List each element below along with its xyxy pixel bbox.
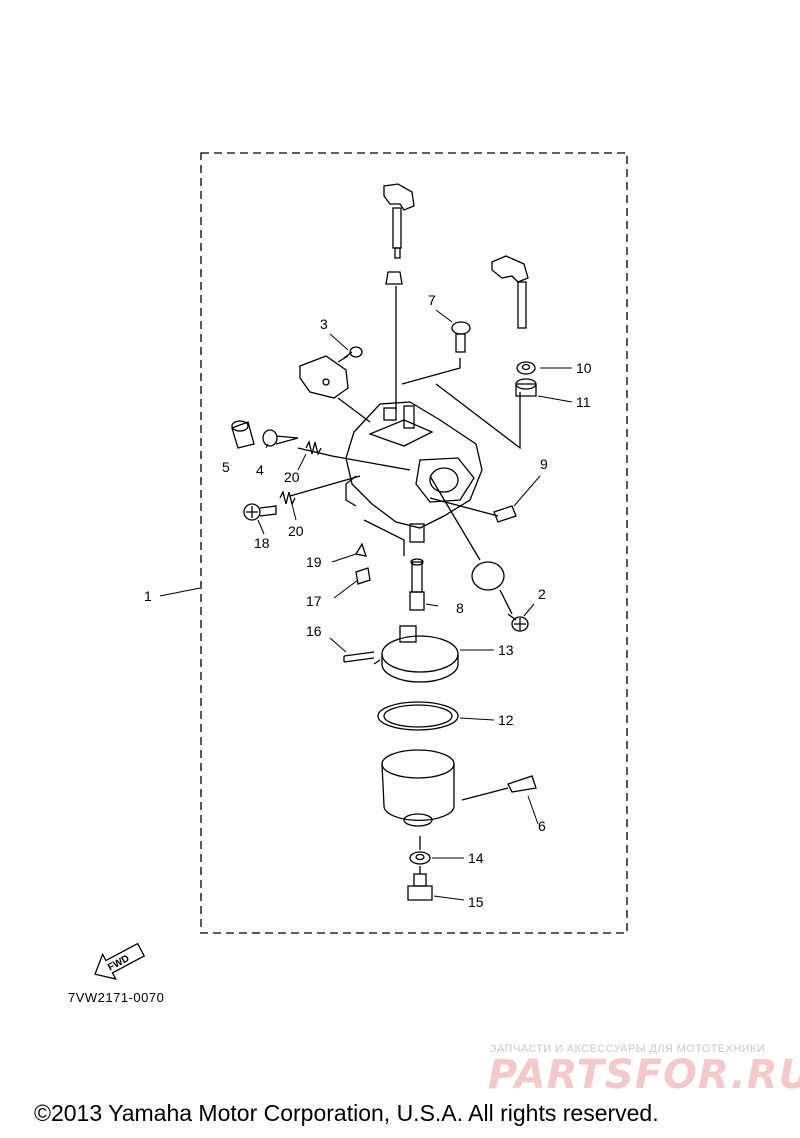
callout-9: 9	[540, 456, 548, 472]
callout-13: 13	[498, 642, 514, 658]
fwd-arrow-icon: FWD	[94, 942, 146, 981]
part-screw-2	[507, 613, 529, 632]
part-disc	[471, 561, 505, 591]
callout-6: 6	[538, 818, 546, 834]
part-screw-6	[507, 775, 537, 793]
watermark-tagline: ЗАПЧАСТИ И АКСЕССУАРЫ ДЛЯ МОТОТЕХНИКИ	[490, 1043, 766, 1055]
part-washer-10	[516, 361, 536, 375]
callout-8: 8	[456, 600, 464, 616]
callout-1: 1	[144, 588, 152, 604]
callout-14: 14	[468, 850, 484, 866]
part-pin-16	[343, 651, 375, 663]
part-spring-20b	[279, 490, 296, 506]
callout-5: 5	[222, 459, 230, 475]
part-clip-17	[355, 567, 371, 585]
callout-12: 12	[498, 712, 514, 728]
part-screw-7	[451, 321, 471, 353]
part-gasket-12	[377, 701, 459, 731]
part-drain-screw-15	[407, 873, 433, 901]
callout-11: 11	[576, 394, 591, 410]
throttle-lever-part	[491, 255, 529, 329]
part-bush-11	[515, 383, 537, 397]
callout-3: 3	[320, 316, 328, 332]
part-code: 7VW2171-0070	[68, 990, 165, 1005]
carburetor-body	[345, 401, 483, 543]
callout-19: 19	[306, 554, 322, 570]
part-jet-8	[409, 558, 425, 611]
choke-lever-part	[383, 183, 415, 285]
callout-7: 7	[428, 292, 436, 308]
callout-17: 17	[306, 593, 322, 609]
callout-20a: 20	[284, 469, 300, 485]
dashed-frame	[200, 152, 628, 934]
part-screw-9	[493, 505, 517, 523]
callout-15: 15	[468, 894, 484, 910]
callout-16: 16	[306, 623, 322, 639]
callout-20b: 20	[288, 523, 304, 539]
part-screw-4	[262, 429, 299, 447]
part-screw-18	[243, 503, 277, 521]
part-float-bowl	[381, 749, 455, 827]
copyright-notice: ©2013 Yamaha Motor Corporation, U.S.A. A…	[34, 1100, 659, 1126]
part-plate	[299, 355, 349, 399]
callout-4: 4	[256, 462, 264, 478]
callout-2: 2	[538, 586, 546, 602]
part-screw-3	[337, 346, 363, 363]
part-plug-5	[231, 421, 255, 449]
watermark-logo: PARTSFOR.RU	[488, 1052, 800, 1098]
callout-10: 10	[576, 360, 592, 376]
callout-18: 18	[254, 535, 270, 551]
part-needle-19	[354, 542, 367, 557]
fwd-label: FWD	[106, 953, 131, 973]
part-float-13	[381, 625, 459, 683]
part-washer-14	[409, 851, 431, 865]
